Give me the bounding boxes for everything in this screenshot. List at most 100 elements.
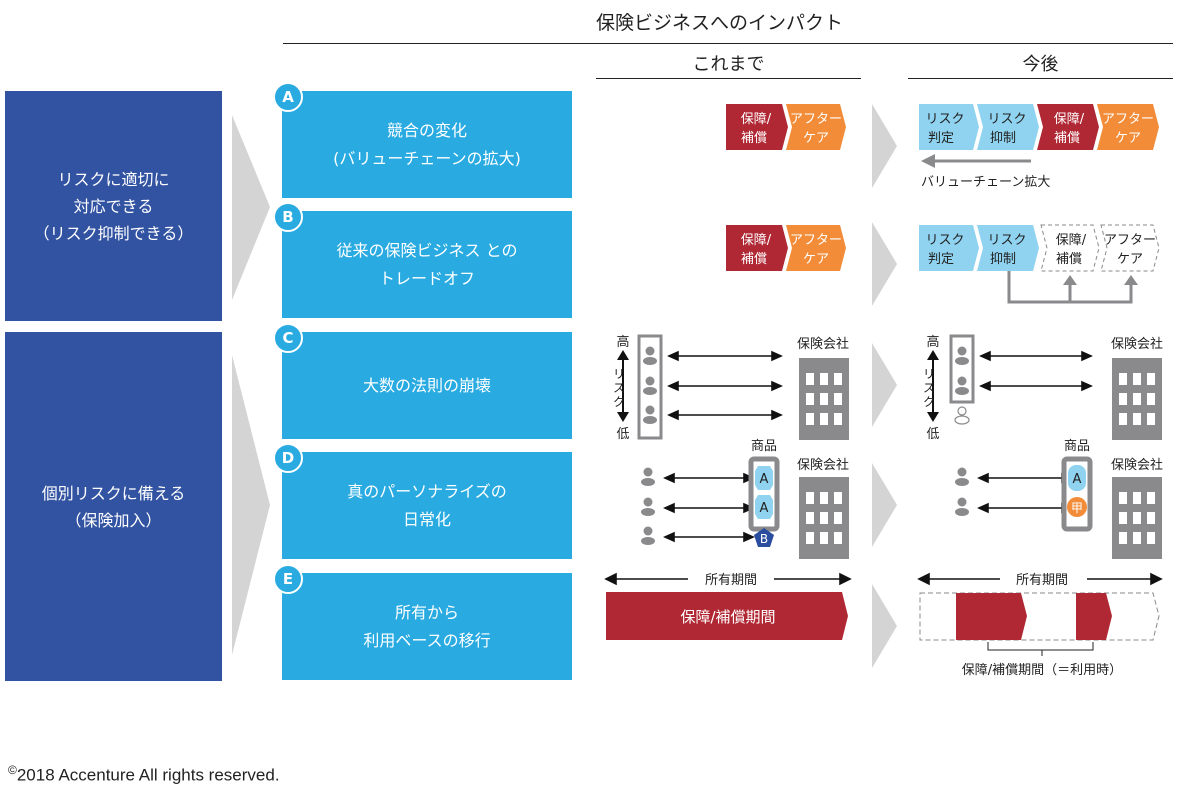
chain-text: 保障/ [741,112,772,127]
chain-compensation [726,225,788,271]
chain-text: ケア [1115,131,1141,146]
arrow-left-icon [604,572,617,586]
insurer-label: 保険会社 [797,336,849,352]
coverage-bracket [987,642,1094,656]
col-after-rule [908,78,1173,79]
factor-line: (バリューチェーンの拡大) [333,148,521,168]
header-rule [283,43,1173,44]
product-a-icon [1068,465,1086,491]
group-chevron-2 [232,355,270,655]
usage-coverage-bar [956,593,1027,640]
person-icon [641,526,655,545]
arrow-up-icon [927,350,939,360]
product-a-icon [755,466,773,490]
insurer-building-icon [799,358,849,440]
risk-label-char: ス [923,381,935,395]
chain-text: 保障/ [741,233,772,248]
risk-high-label: 高 [926,334,939,350]
product-kou-text: 甲 [1071,501,1083,515]
chain-before-b: 保障/ 補償 アフター ケア [726,225,846,271]
chain-compensation-dashed [1040,224,1100,272]
person-icon [641,467,655,486]
arrow-down-icon [617,412,629,422]
chain-text: 補償 [1054,131,1080,146]
chain-after-a: リスク 判定 リスク 抑制 保障/ 補償 アフター ケア バリューチェーン拡大 [919,104,1159,190]
risk-low-label: 低 [616,427,629,442]
ownership-period-label: 所有期間 [705,573,757,588]
factor-line: 競合の変化 [386,120,467,140]
col-before-heading: これまで [692,54,765,75]
factor-line: 大数の法則の崩壊 [362,375,491,395]
chain-text: リスク [925,233,964,248]
chain-text: ケア [803,252,829,267]
factor-line: トレードオフ [378,268,475,288]
person-icon [955,376,969,395]
risk-label-char: ク [923,395,935,409]
chain-aftercare [786,225,846,271]
value-chain-label: バリューチェーン拡大 [921,175,1050,190]
transition-chevron-e [872,584,897,668]
risk-label-char: リ [923,367,935,381]
factor-b-box: 従来の保険ビジネス との トレードオフ [282,211,572,318]
risk-label-char: ク [613,395,625,409]
chain-text: 抑制 [990,131,1016,146]
insurer-building-icon [1112,477,1162,559]
product-kou-icon [1067,497,1087,517]
group-line: リスクに適切に [57,169,170,189]
chain-text: ケア [1117,252,1143,267]
chain-text: 抑制 [990,252,1016,267]
chain-text: アフター [1102,112,1154,127]
transition-chevron-a [872,104,897,188]
impact-title: 保険ビジネスへのインパクト [596,12,844,34]
coverage-period-label: 保障/補償期間 [680,608,775,626]
product-a-icon [755,495,773,519]
insurer-building-icon [799,477,849,559]
ownership-after: 所有期間 保障/補償期間（＝利用時） [917,572,1163,678]
insurer-label: 保険会社 [797,457,849,473]
chain-aftercare [786,104,846,150]
chain-text: 補償 [741,131,767,146]
group-risk-control: リスクに適切に 対応できる （リスク抑制できる） [5,91,222,321]
chain-risk-control [977,104,1039,150]
ownership-period-frame [919,592,1160,641]
factor-line: 日常化 [402,509,451,529]
product-label: 商品 [751,439,777,454]
factor-line: 従来の保険ビジネス との [336,240,518,260]
product-b-text: B [760,532,768,546]
person-icon [643,346,657,365]
factor-e-box: 所有から 利用ベースの移行 [282,573,572,680]
chain-risk-assess [919,225,979,271]
risk-label-char: リ [613,367,625,381]
transition-chevron-b [872,222,897,306]
risk-label-char: ス [613,381,625,395]
product-a-text: A [760,472,769,487]
law-of-large-numbers-after: 高 リ ス ク 低 保険会社 [921,334,1163,442]
arrow-right-icon [1150,572,1163,586]
arrow-up-icon [1124,275,1138,285]
chain-before-a: 保障/ 補償 アフター ケア [726,104,846,150]
personalization-before: 商品 A A B 保険会社 [641,439,849,559]
arrow-up-icon [617,350,629,360]
group-line: 個別リスクに備える [41,483,186,503]
chain-aftercare [1097,104,1159,150]
group-individual-risk: 個別リスクに備える （保険加入） [5,332,222,681]
person-icon [643,405,657,424]
badge-a: A [273,82,303,112]
group-chevron-1 [232,115,270,300]
person-icon [643,376,657,395]
chain-text: アフター [790,233,842,248]
arrow-left-icon [921,154,935,168]
factor-line: 真のパーソナライズの [347,481,507,501]
product-b-icon [754,528,774,547]
coverage-usage-label: 保障/補償期間（＝利用時） [962,663,1122,678]
ownership-before: 所有期間 保障/補償期間 [604,572,852,640]
chain-text: リスク [987,233,1026,248]
person-icon [955,497,969,516]
chain-text: 判定 [928,131,954,146]
ownership-period-label: 所有期間 [1016,573,1068,588]
chain-risk-assess [919,104,979,150]
transition-chevron-d [872,463,897,547]
insurer-label: 保険会社 [1111,336,1163,352]
product-a-text: A [760,501,769,516]
law-of-large-numbers-before: 高 リ ス ク 低 保険会社 [611,334,849,442]
